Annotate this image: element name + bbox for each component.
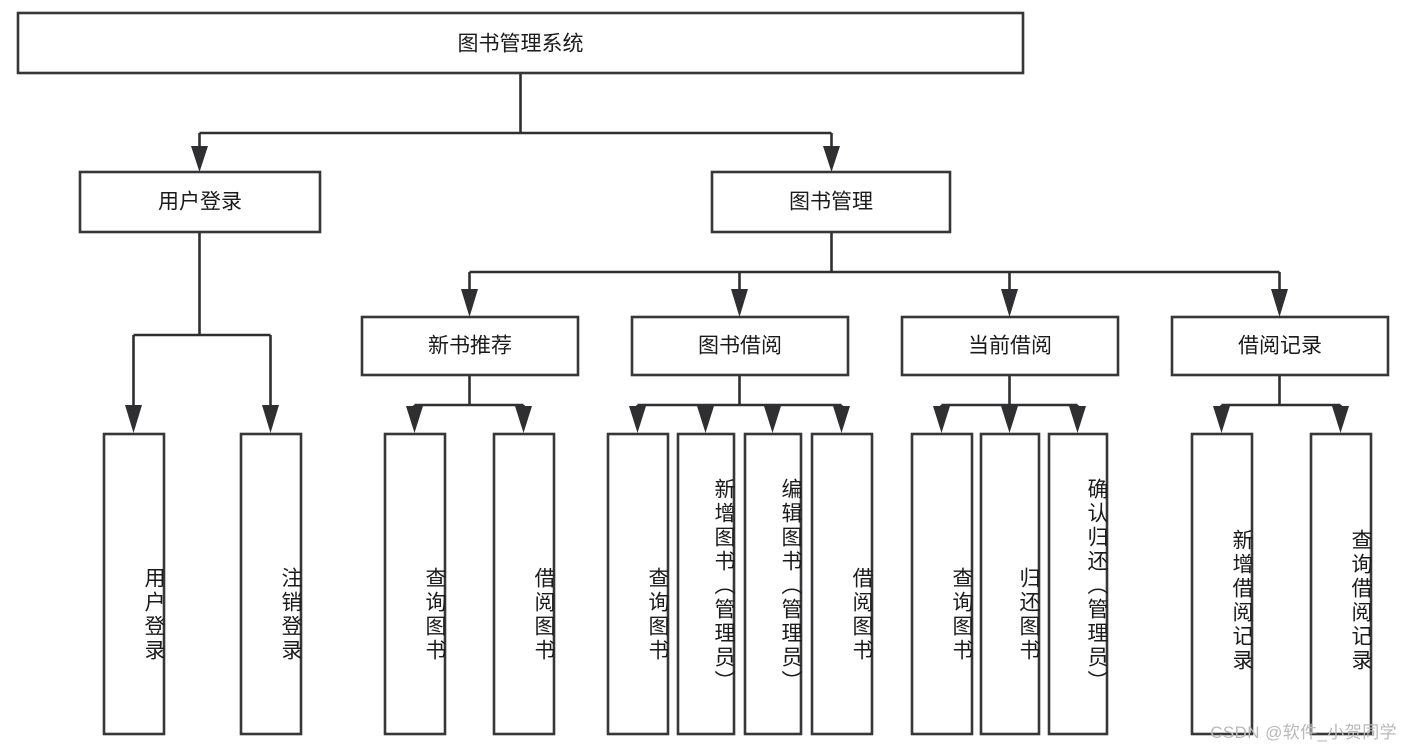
leaf-query-book-2-box[interactable]	[606, 432, 670, 736]
arrow-to-current-borrow	[1001, 289, 1018, 317]
node-book-borrow[interactable]: 图书借阅	[630, 315, 850, 377]
arrow-leaf-query-book-2	[629, 406, 646, 433]
node-user-login[interactable]: 用户登录	[78, 170, 322, 234]
arrow-leaf-logout-login	[262, 405, 279, 433]
node-new-book-recommend-box[interactable]	[360, 315, 580, 377]
node-user-login-box[interactable]	[78, 170, 322, 234]
node-book-manage[interactable]: 图书管理	[710, 170, 952, 234]
arrow-to-new-book-recommend	[461, 289, 478, 317]
arrow-leaf-confirm-return	[1069, 406, 1086, 433]
arrow-leaf-edit-book	[764, 406, 781, 433]
leaf-box-group	[102, 432, 1373, 736]
node-current-borrow[interactable]: 当前借阅	[900, 315, 1120, 377]
arrow-leaf-borrow-book-2	[833, 406, 850, 433]
node-new-book-recommend-label: 新书推荐	[428, 335, 512, 358]
node-book-manage-label: 图书管理	[789, 191, 873, 214]
leaf-add-record-box[interactable]	[1190, 432, 1254, 736]
leaf-return-book-box[interactable]	[979, 432, 1041, 736]
node-book-manage-box[interactable]	[710, 170, 952, 234]
node-root-box[interactable]	[16, 11, 1025, 75]
leaf-add-book-box[interactable]	[676, 432, 736, 736]
arrow-leaf-query-book-3	[933, 406, 950, 433]
arrow-leaf-add-book	[697, 406, 714, 433]
arrow-leaf-user-login	[125, 405, 142, 433]
arrow-to-book-borrow	[731, 289, 748, 317]
arrow-leaf-add-record	[1213, 406, 1230, 433]
leaf-logout-login-box[interactable]	[239, 432, 303, 736]
leaf-edit-book-box[interactable]	[743, 432, 803, 736]
leaf-borrow-book-1-box[interactable]	[492, 432, 556, 736]
leaf-query-book-3-box[interactable]	[910, 432, 974, 736]
node-new-book-recommend[interactable]: 新书推荐	[360, 315, 580, 377]
leaf-user-login-box[interactable]	[102, 432, 166, 736]
arrow-to-borrow-record	[1271, 289, 1288, 317]
node-borrow-record-label: 借阅记录	[1238, 335, 1322, 358]
csdn-watermark: CSDN @软件_小贺同学	[1210, 723, 1397, 742]
leaf-query-book-1-box[interactable]	[383, 432, 447, 736]
arrow-leaf-return-book	[1001, 406, 1018, 433]
node-current-borrow-label: 当前借阅	[968, 335, 1052, 358]
leaf-borrow-book-2-box[interactable]	[810, 432, 874, 736]
arrow-leaf-query-book-1	[406, 406, 423, 433]
node-current-borrow-box[interactable]	[900, 315, 1120, 377]
connector-group	[125, 73, 1349, 433]
node-book-borrow-label: 图书借阅	[698, 335, 782, 358]
node-root[interactable]: 图书管理系统	[16, 11, 1025, 75]
arrow-leaf-query-record	[1332, 406, 1349, 433]
leaf-confirm-return-box[interactable]	[1047, 432, 1109, 736]
arrow-to-user-login	[191, 146, 208, 172]
node-root-label: 图书管理系统	[458, 33, 584, 56]
node-borrow-record-box[interactable]	[1170, 315, 1390, 377]
node-borrow-record[interactable]: 借阅记录	[1170, 315, 1390, 377]
arrow-to-book-manage	[823, 146, 840, 172]
arrow-leaf-borrow-book-1	[515, 406, 532, 433]
node-book-borrow-box[interactable]	[630, 315, 850, 377]
node-user-login-label: 用户登录	[158, 191, 242, 214]
leaf-query-record-box[interactable]	[1309, 432, 1373, 736]
